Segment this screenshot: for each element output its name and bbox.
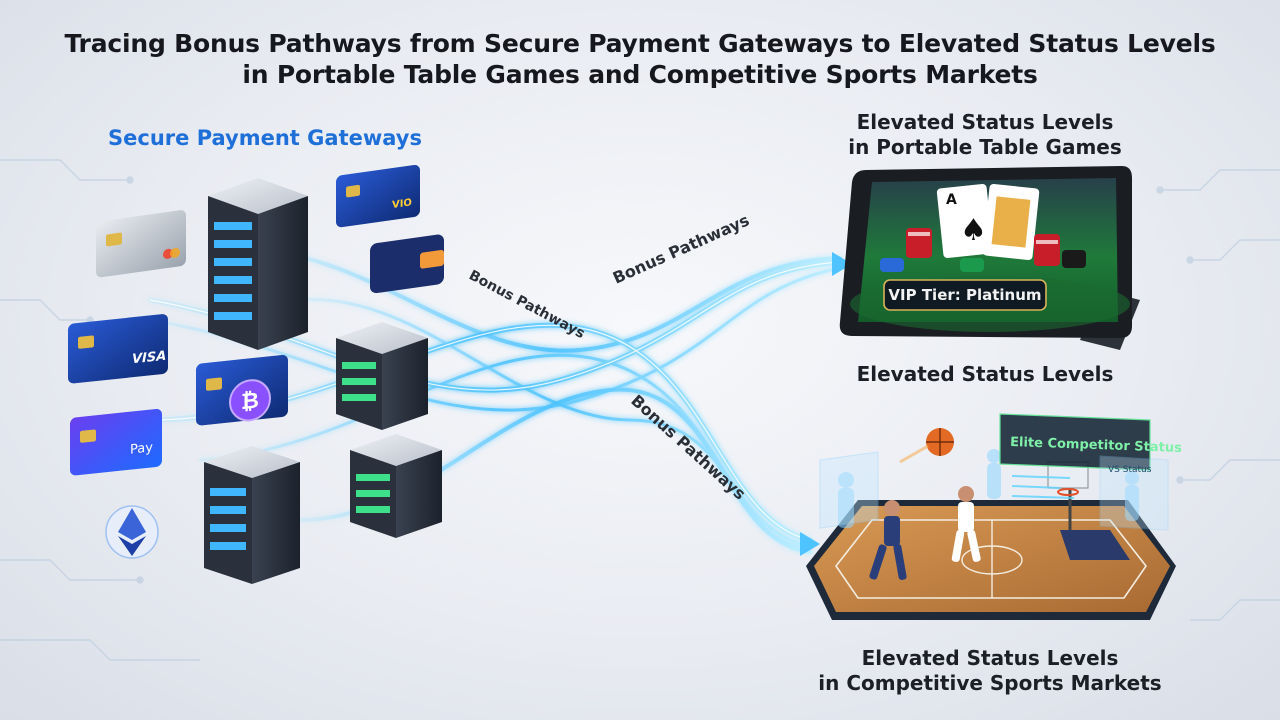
- pathway-label-2: Bonus Pathways: [610, 210, 752, 287]
- arrowhead-bottom: [800, 532, 820, 556]
- elite-status-panel: Elite Competitor Status: [999, 413, 1182, 499]
- wallet-icon: [370, 234, 444, 294]
- side-panel-text: VS Status: [1108, 465, 1152, 475]
- player-figure-2: [951, 486, 981, 562]
- secure-payment-gateways-label: Secure Payment Gateways: [108, 126, 422, 150]
- player-figure-1: [869, 500, 907, 580]
- bitcoin-icon: [229, 379, 271, 422]
- payment-card-bitcoin: ₿: [196, 354, 288, 426]
- table-games-label-line-1: Elevated Status Levels: [856, 110, 1114, 134]
- svg-text:♠: ♠: [960, 213, 987, 248]
- server-tower-lower-right: [350, 434, 442, 538]
- card-brand-text: VIO: [392, 197, 412, 211]
- hologram-figures: [838, 449, 1139, 528]
- payment-card-top: VIO: [336, 164, 420, 228]
- sports-label-line-2: in Competitive Sports Markets: [818, 671, 1162, 695]
- vip-tier-badge: [883, 279, 1047, 311]
- pathway-label-1: Bonus Pathways: [466, 267, 587, 342]
- hologram-panel-right: VS Status: [1099, 455, 1169, 531]
- title-line-1: Tracing Bonus Pathways from Secure Payme…: [64, 29, 1216, 58]
- sports-markets-status-label: Elevated Status Levels in Competitive Sp…: [800, 646, 1180, 696]
- payment-card-silver: [96, 210, 186, 278]
- poker-chips: [880, 228, 1086, 272]
- svg-text:A: A: [946, 192, 957, 208]
- arrowhead-top: [832, 252, 852, 276]
- sports-label-line-1: Elevated Status Levels: [861, 646, 1119, 670]
- tablet-table-games: A ♠ VIP Tier: Platinum: [839, 166, 1140, 350]
- elevated-status-levels-label: Elevated Status Levels: [856, 362, 1114, 386]
- elite-status-text: Elite Competitor Status: [1010, 435, 1182, 456]
- sports-court-platform: Elite Competitor Status VS Status: [806, 413, 1182, 620]
- server-tower-large: [208, 178, 308, 350]
- table-games-label-line-2: in Portable Table Games: [848, 135, 1122, 159]
- payment-card-visa: VISA: [68, 314, 168, 384]
- server-tower-middle: [336, 322, 428, 430]
- svg-text:₿: ₿: [241, 388, 259, 415]
- title-line-2: in Portable Table Games and Competitive …: [242, 60, 1038, 89]
- vip-tier-text: VIP Tier: Platinum: [888, 286, 1041, 304]
- payment-card-applepay: Pay: [70, 408, 162, 476]
- page-title: Tracing Bonus Pathways from Secure Payme…: [0, 28, 1280, 90]
- table-games-status-label: Elevated Status Levels in Portable Table…: [820, 110, 1150, 160]
- basketball-icon: [899, 428, 954, 464]
- server-tower-lower-left: [204, 446, 300, 584]
- playing-card-ace: A ♠: [936, 183, 994, 259]
- visa-logo-text: VISA: [132, 349, 166, 368]
- hologram-panel-left: [819, 451, 879, 529]
- ethereum-icon: [105, 505, 159, 559]
- apple-pay-text: Pay: [130, 440, 153, 457]
- playing-card-king: [982, 183, 1040, 261]
